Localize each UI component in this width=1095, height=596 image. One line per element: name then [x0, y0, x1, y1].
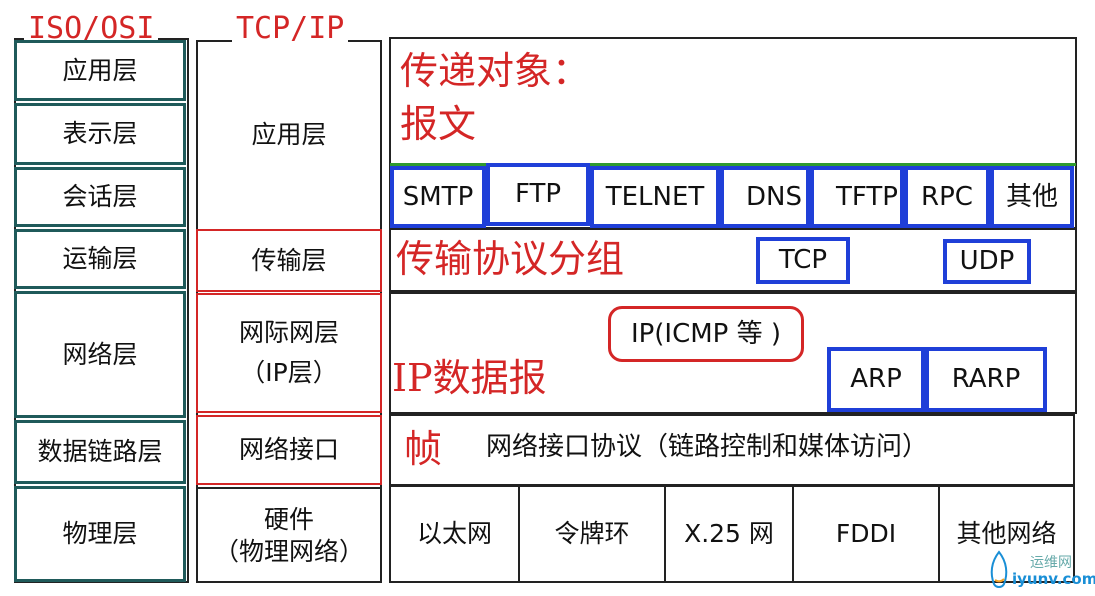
internet-object-label: IP数据报 — [392, 356, 547, 400]
transport-object-label: 传输协议分组 — [396, 237, 625, 281]
iso-layer-physical: 物理层 — [14, 486, 186, 582]
application-object-label: 传递对象： — [400, 49, 591, 93]
network-token-ring: 令牌环 — [518, 485, 666, 583]
protocol-smtp: SMTP — [390, 166, 486, 228]
application-protocol-bar — [390, 163, 1076, 169]
network-fddi: FDDI — [792, 485, 940, 583]
tcpip-title: TCP/IP — [232, 14, 349, 44]
iso-layer-session: 会话层 — [14, 167, 186, 227]
protocol-other: 其他 — [990, 166, 1074, 228]
iso-osi-title: ISO/OSI — [24, 14, 159, 44]
protocol-dns: DNS — [720, 166, 810, 228]
protocol-udp: UDP — [943, 239, 1031, 284]
internet-panel — [389, 292, 1077, 414]
watermark-cn: 运维网 — [1030, 555, 1072, 571]
network-x25: X.25 网 — [664, 485, 794, 583]
application-object-value: 报文 — [400, 102, 477, 146]
iso-layer-presentation: 表示层 — [14, 103, 186, 165]
tcpip-layer-internet: 网际网层 （IP层） — [196, 293, 382, 413]
protocol-telnet: TELNET — [590, 166, 720, 228]
link-description: 网络接口协议（链路控制和媒体访问） — [486, 432, 929, 462]
protocol-rpc: RPC — [904, 166, 990, 228]
tcpip-layer-application: 应用层 — [251, 120, 327, 150]
iso-layer-transport: 运输层 — [14, 229, 186, 289]
iso-layer-data-link: 数据链路层 — [14, 420, 186, 484]
protocol-tcp: TCP — [756, 237, 850, 284]
iso-layer-application: 应用层 — [14, 40, 186, 101]
watermark-url: iyunv.com — [1012, 570, 1095, 588]
watermark-logo-icon — [990, 550, 1008, 588]
network-ethernet: 以太网 — [389, 485, 520, 583]
tcpip-layer-hardware: 硬件 （物理网络） — [196, 487, 382, 582]
protocol-rarp: RARP — [925, 347, 1047, 412]
tcpip-layer-network-interface: 网络接口 — [196, 415, 382, 485]
protocol-ftp: FTP — [486, 163, 590, 226]
transport-panel — [389, 228, 1077, 292]
iso-layer-network: 网络层 — [14, 291, 186, 418]
network-other: 其他网络 — [938, 485, 1075, 583]
protocol-arp: ARP — [827, 347, 925, 412]
protocol-ip-icmp: IP(ICMP 等 ) — [608, 306, 804, 362]
link-object-label: 帧 — [404, 427, 443, 471]
tcpip-layer-transport: 传输层 — [196, 229, 382, 292]
protocol-tftp: TFTP — [810, 166, 904, 228]
